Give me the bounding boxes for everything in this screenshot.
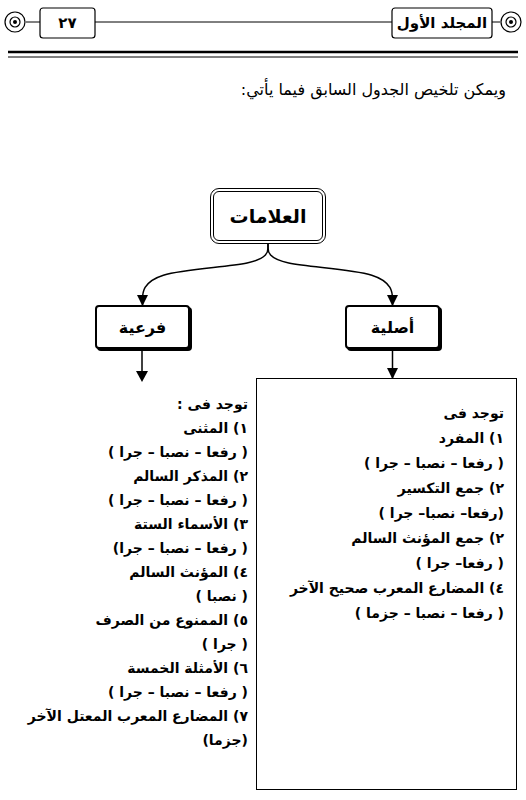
header-ornament: [509, 20, 513, 24]
node-text: ( رفعا – نصبا – جزما ): [263, 601, 504, 626]
list-item: ( رفعا – نصبا – جرا): [12, 536, 248, 560]
node-text: ٤) المضارع المعرب صحيح الآخر: [263, 576, 504, 601]
list-item: (جزما): [12, 728, 248, 752]
header-ornament: [5, 12, 25, 32]
secondary-list: توجد فى :١) المثنى( رفعا – نصبا – جرا )٢…: [12, 392, 248, 752]
node-text: توجد فى: [263, 401, 504, 426]
list-item: ٢) المذكر السالم: [12, 464, 248, 488]
list-item: توجد فى :: [12, 392, 248, 416]
page-number: ٢٧: [40, 8, 95, 38]
node-text: ١) المفرد: [263, 426, 504, 451]
node-text: ( رفعا – نصبا – جرا ): [263, 451, 504, 476]
header-frame: [392, 8, 492, 38]
node-text: ٢) جمع التكسير: [263, 476, 504, 501]
list-item: ٦) الأمثلة الخمسة: [12, 656, 248, 680]
header-ornament: [501, 12, 521, 32]
header-ornament: [506, 17, 516, 27]
branch-arrow: [268, 244, 393, 305]
list-item: ٧) المضارع المعرب المعتل الآخر: [12, 704, 248, 728]
node-text: فرعية: [119, 318, 167, 337]
pointer-arrowhead: [136, 371, 148, 382]
node-text: أصلية: [371, 318, 415, 337]
node-text: ( رفعا– جرا ): [263, 551, 504, 576]
header-ornament: [10, 17, 20, 27]
list-item: ( رفعا – نصبا – جرا ): [12, 488, 248, 512]
node-text: العلامات: [230, 205, 307, 227]
branch-arrow: [392, 349, 394, 378]
list-item: ( نصبا ): [12, 584, 248, 608]
branch-arrow: [143, 244, 269, 305]
list-item: ١) المثنى: [12, 416, 248, 440]
intro-text: ويمكن تلخيص الجدول السابق فيما يأتي:: [40, 78, 506, 102]
category-box: فرعية: [95, 305, 190, 349]
node-text: ٢) جمع المؤنث السالم: [263, 526, 504, 551]
list-item: ٤) المؤنث السالم: [12, 560, 248, 584]
page-number-frame: [40, 8, 95, 38]
list-item: ( رفعا – نصبا – جرا ): [12, 680, 248, 704]
category-box: أصلية: [345, 305, 440, 349]
header-double-rule: [8, 51, 518, 54]
node-text: (رفعا– نصبا– جرا ): [263, 501, 504, 526]
header-ornament: [13, 20, 17, 24]
volume-title: المجلد الأول: [392, 8, 492, 38]
list-box: توجد فى١) المفرد( رفعا – نصبا – جرا )٢) …: [256, 378, 517, 790]
list-item: ( جرا ): [12, 632, 248, 656]
list-item: ( رفعا – نصبا – جرا ): [12, 440, 248, 464]
header-double-rule: [8, 57, 518, 58]
pointer-arrow: [141, 351, 143, 372]
list-item: ٣) الأسماء الستة: [12, 512, 248, 536]
list-item: ٥) الممنوع من الصرف: [12, 608, 248, 632]
root-box: العلامات: [210, 188, 326, 244]
